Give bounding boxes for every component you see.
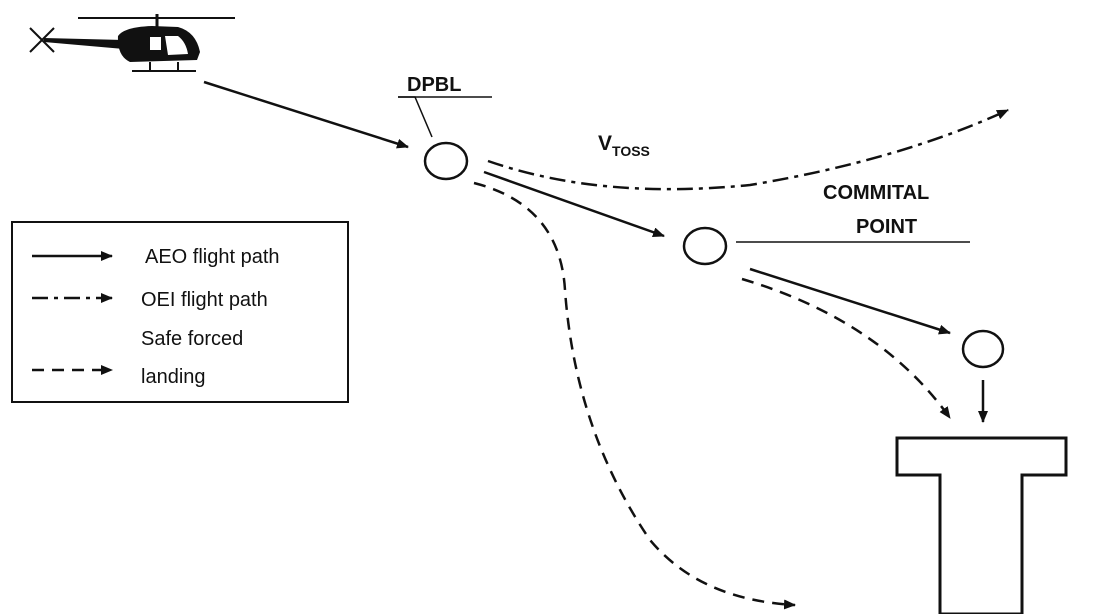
legend: AEO flight path OEI flight path Safe for… (11, 221, 349, 403)
svg-text:VTOSS: VTOSS (598, 132, 650, 159)
legend-safe-label-line1: Safe forced (141, 328, 243, 350)
safe-landing-path-long (473, 181, 796, 610)
aeo-path-segment-3 (749, 267, 951, 335)
oei-flight-path (487, 108, 1009, 191)
vtoss-label: VTOSS (598, 132, 650, 159)
legend-safe-label-line2: landing (141, 366, 206, 388)
vtoss-subscript: TOSS (612, 143, 650, 159)
aeo-flight-path (203, 80, 988, 423)
dpbl-point: DPBL (398, 74, 492, 181)
helicopter-icon (29, 14, 235, 72)
safe-forced-landing-paths (473, 181, 952, 610)
commital-point: COMMITAL POINT (682, 182, 970, 266)
aeo-path-segment-1 (203, 80, 409, 149)
legend-item-safe-landing: Safe forced landing (32, 328, 243, 388)
legend-item-oei: OEI flight path (32, 289, 268, 311)
helideck-platform-icon (895, 436, 1068, 614)
legend-box (11, 221, 349, 403)
dpbl-label: DPBL (407, 74, 461, 96)
commital-label-line2: POINT (856, 216, 917, 238)
dpbl-leader-line (398, 96, 433, 138)
legend-aeo-label: AEO flight path (145, 246, 280, 268)
aeo-path-segment-2 (483, 170, 665, 238)
legend-oei-label: OEI flight path (141, 289, 268, 311)
safe-landing-path-short (741, 277, 952, 419)
commital-label-line1: COMMITAL (823, 182, 929, 204)
legend-item-aeo: AEO flight path (32, 246, 280, 268)
vtoss-main: V (598, 132, 612, 155)
final-approach-point (961, 329, 1005, 369)
